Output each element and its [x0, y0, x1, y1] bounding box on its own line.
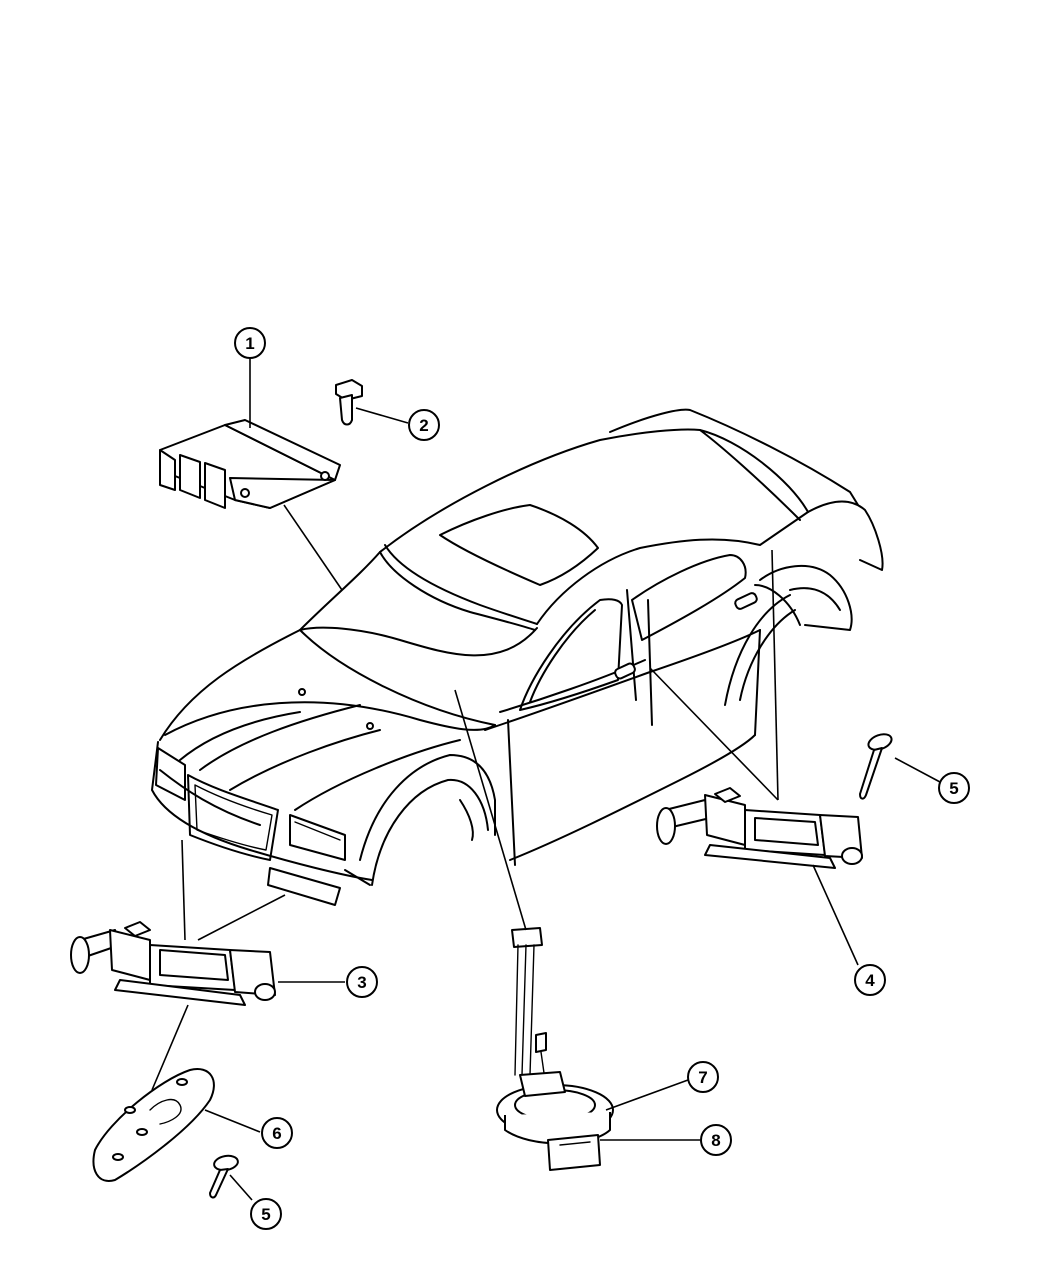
impact-sensor-left — [70, 921, 276, 1006]
callout-3-label: 3 — [357, 973, 366, 992]
callout-2: 2 — [408, 409, 440, 441]
bolt-part-2 — [335, 379, 363, 426]
callout-7-label: 7 — [698, 1068, 707, 1087]
screw-part-5-lower — [209, 1154, 239, 1199]
bracket-part-6 — [92, 1068, 215, 1182]
leader-lines — [151, 357, 941, 1201]
callout-5-lower: 5 — [250, 1198, 282, 1230]
callout-4: 4 — [854, 964, 886, 996]
impact-sensor-right — [656, 787, 863, 869]
callout-6-label: 6 — [272, 1124, 281, 1143]
car-body — [151, 408, 884, 906]
callout-8-label: 8 — [711, 1131, 720, 1150]
callout-4-label: 4 — [865, 971, 875, 990]
callout-2-label: 2 — [419, 416, 428, 435]
callout-5-upper: 5 — [938, 772, 970, 804]
screw-part-5-upper — [859, 733, 893, 800]
airbag-control-module — [159, 419, 341, 509]
callout-5-upper-label: 5 — [949, 779, 958, 798]
callout-8: 8 — [700, 1124, 732, 1156]
callout-1-label: 1 — [245, 334, 254, 353]
callout-7: 7 — [687, 1061, 719, 1093]
callout-5-lower-label: 5 — [261, 1205, 270, 1224]
callout-3: 3 — [346, 966, 378, 998]
callout-1: 1 — [234, 327, 266, 359]
clockspring-assembly — [496, 927, 614, 1171]
callout-6: 6 — [261, 1117, 293, 1149]
